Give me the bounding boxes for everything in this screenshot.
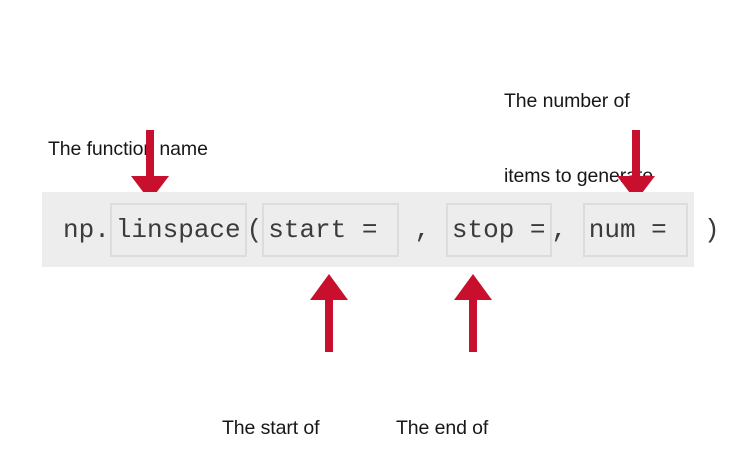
annotation-line: The end of — [396, 417, 489, 439]
annotation-function-name: The function name — [48, 87, 208, 212]
annotation-line: The number of — [504, 90, 630, 112]
code-slot-stop[interactable]: stop = — [445, 202, 552, 257]
arrow-down-function-name-icon — [127, 130, 173, 202]
code-slot-start[interactable]: start = — [262, 202, 400, 257]
code-slot-linspace[interactable]: linspace — [109, 202, 247, 257]
code-token-close-paren: ) — [688, 214, 720, 245]
code-signature-line: np. linspace ( start = , stop = , num = … — [42, 192, 720, 267]
code-token-comma-1: , — [399, 214, 446, 245]
code-token-comma-2: , — [551, 214, 583, 245]
annotation-end: The end of the interval (required) — [396, 366, 490, 476]
code-slot-num[interactable]: num = — [582, 202, 689, 257]
arrow-up-end-icon — [450, 272, 496, 352]
code-signature-band: np. linspace ( start = , stop = , num = … — [42, 192, 720, 267]
annotation-line: The start of — [222, 417, 320, 439]
arrow-down-num-icon — [613, 130, 659, 202]
code-token-module: np. — [63, 214, 110, 245]
annotation-line: The function name — [48, 138, 208, 160]
annotation-start: The start of the interval (required) — [222, 366, 320, 476]
arrow-up-start-icon — [306, 272, 352, 352]
code-token-open-paren: ( — [246, 214, 263, 245]
